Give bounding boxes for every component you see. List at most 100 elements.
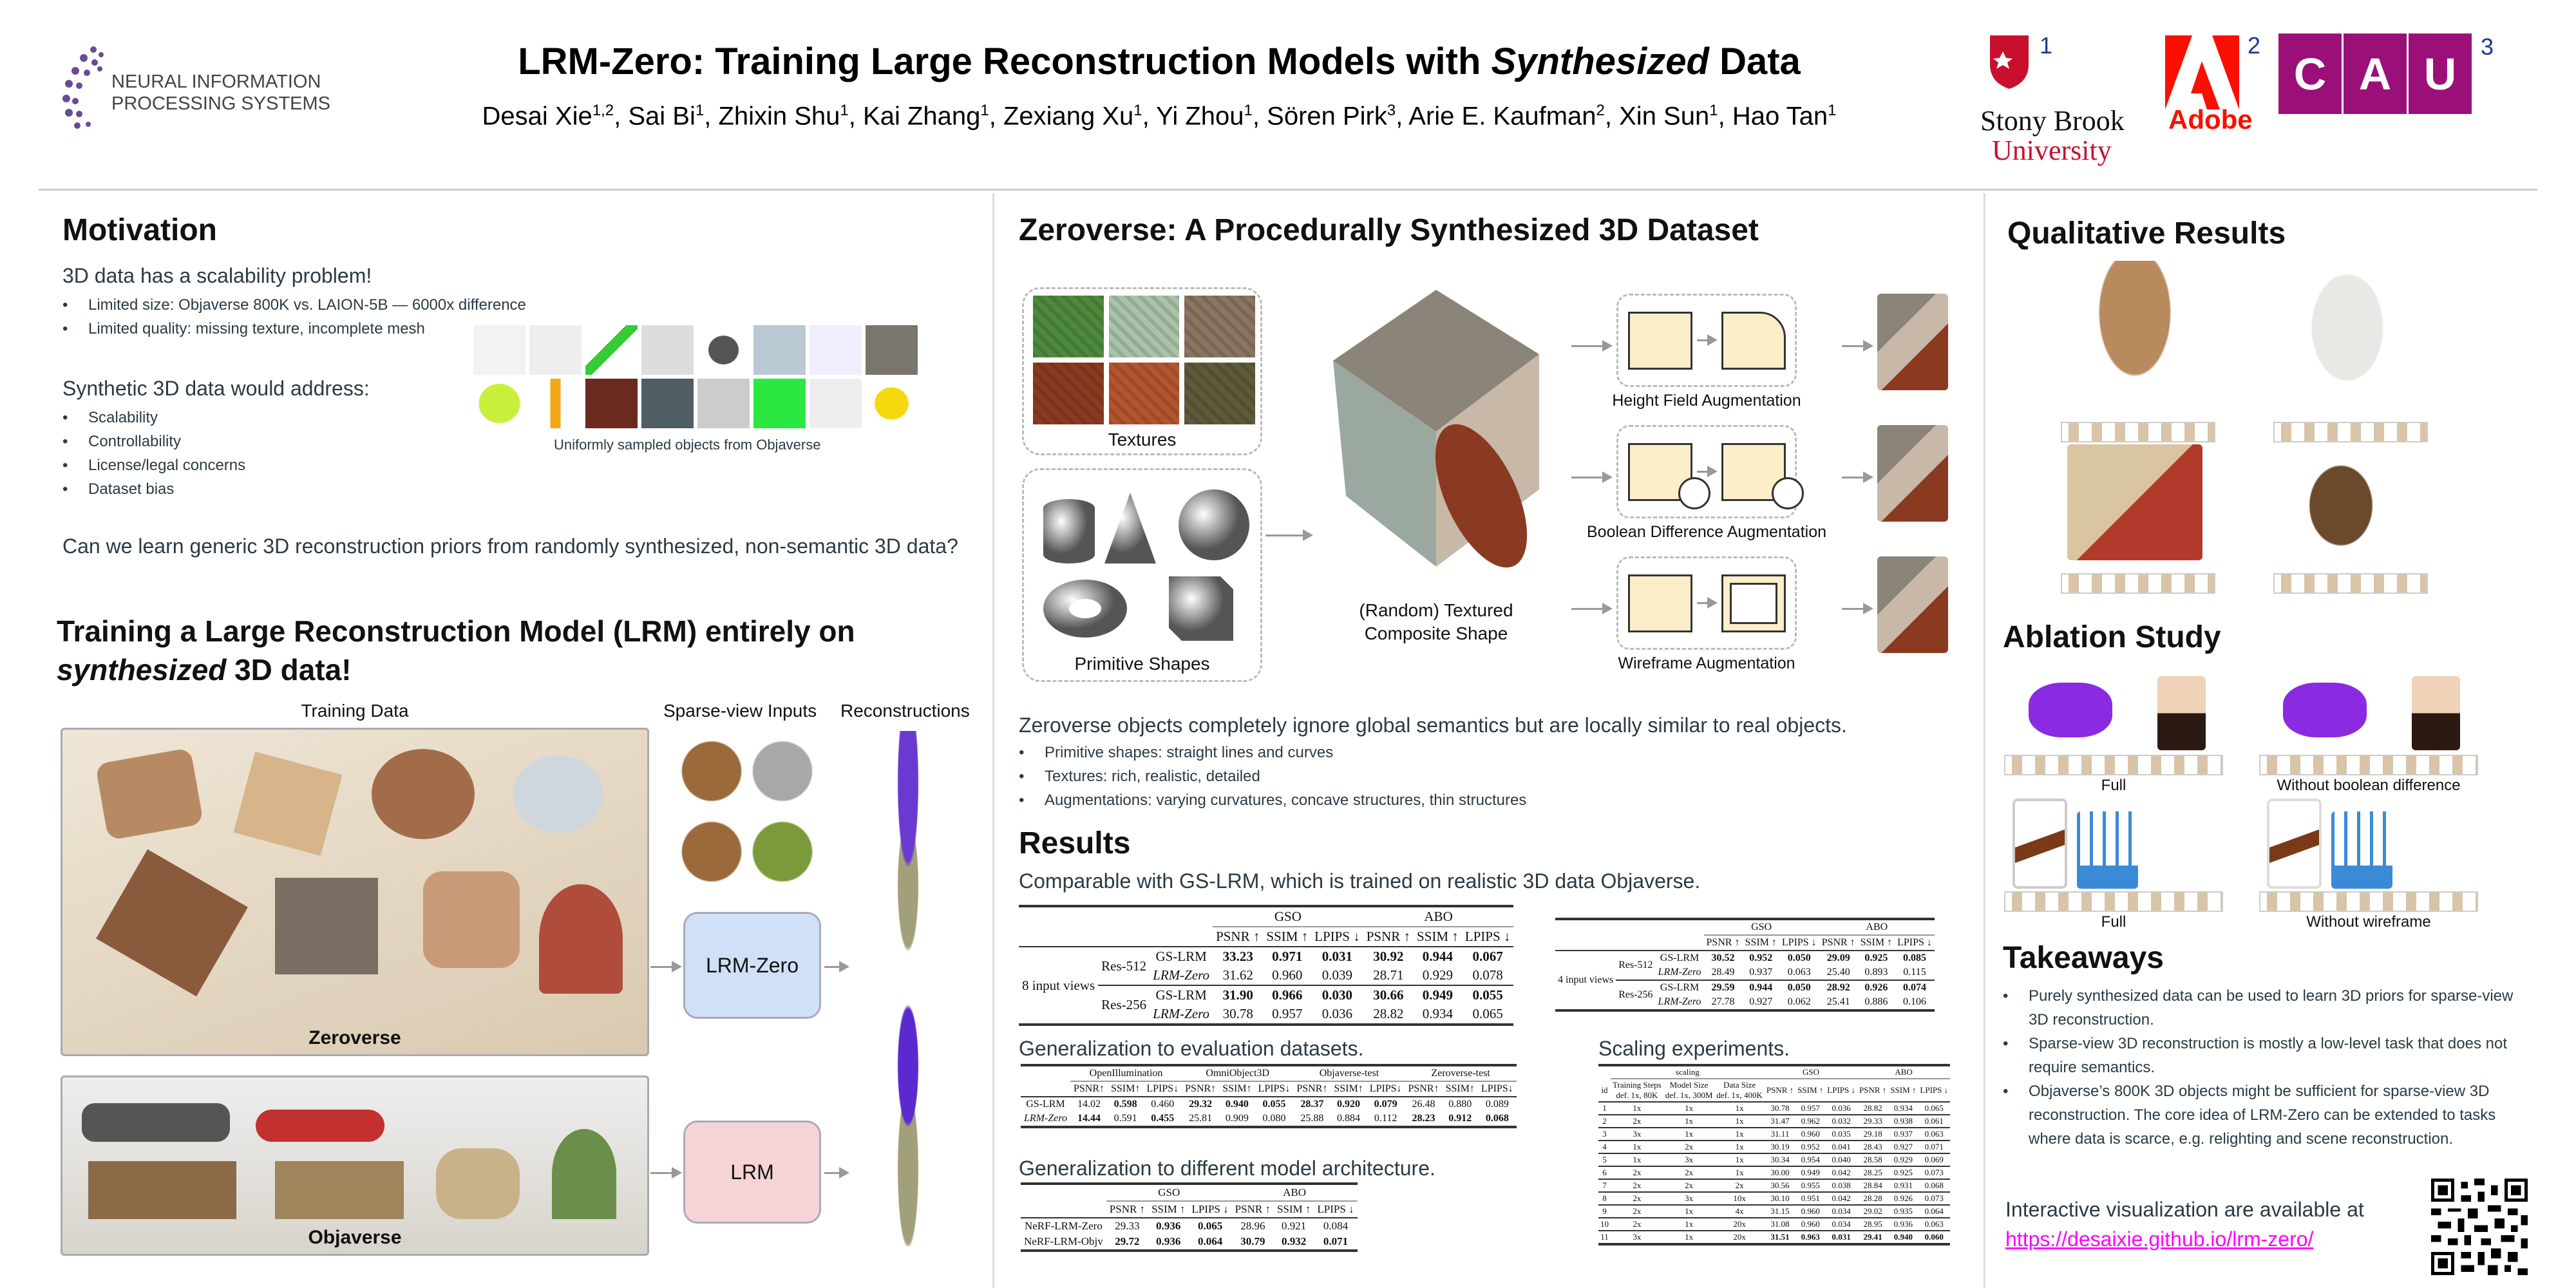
table-cell: 0.089: [1485, 1099, 1509, 1110]
table-cell: 0.954: [1801, 1155, 1820, 1164]
table-cell: 0.112: [1374, 1113, 1397, 1124]
aug-after-shape: [1721, 574, 1786, 632]
table-cell: 0.040: [1832, 1155, 1851, 1164]
table-cell: 31.90: [1222, 987, 1253, 1003]
table-cell: 2x: [1685, 1142, 1694, 1151]
primitive-shapes-label: Primitive Shapes: [1074, 654, 1210, 674]
author-name: Sai Bi: [628, 102, 696, 131]
ablation-chair-full-image: [2157, 676, 2206, 750]
table-cell: 3x: [1685, 1155, 1694, 1164]
ablation-rack-nowireframe-image: [2331, 811, 2392, 889]
metric-header: LPIPS ↓: [1827, 1085, 1856, 1095]
metric-header: SSIM ↑: [1266, 929, 1309, 944]
augmentation-label: Boolean Difference Augmentation: [1586, 523, 1827, 541]
table-cell: 30.19: [1770, 1142, 1790, 1151]
texture-swatch-image: [1108, 296, 1180, 357]
dataset-header: OpenIllumination: [1070, 1065, 1182, 1082]
table-cell: 2x: [1633, 1219, 1642, 1229]
zeroverse-label: Zeroverse: [308, 1027, 401, 1048]
blank: [1021, 1065, 1070, 1081]
table-cell: 0.055: [1262, 1099, 1286, 1110]
author-affiliation: 1: [1133, 102, 1142, 119]
table-cell: 0.912: [1448, 1113, 1472, 1124]
table-cell: 0.064: [1924, 1206, 1944, 1216]
table-cell: 0.962: [1801, 1116, 1820, 1126]
table-cell: 33.23: [1222, 949, 1253, 964]
metric-header: SSIM ↑: [1890, 1085, 1917, 1095]
table-cell: 0.050: [1787, 952, 1811, 963]
table-cell: 0.925: [1893, 1168, 1913, 1177]
table-cell: 27.78: [1711, 996, 1735, 1007]
row-id: 2: [1602, 1116, 1607, 1126]
cau-letter: C: [2278, 33, 2344, 114]
table-cell: 0.931: [1893, 1180, 1913, 1190]
table-cell: 0.944: [1749, 982, 1773, 993]
table-cell: 2x: [1633, 1206, 1642, 1216]
project-link[interactable]: https://desaixie.github.io/lrm-zero/: [2005, 1227, 2314, 1251]
arrow-icon: [824, 1167, 849, 1179]
table-cell: 0.063: [1787, 967, 1811, 978]
textures-panel: Textures: [1022, 287, 1262, 455]
table-header-row: PSNR ↑SSIM ↑LPIPS ↓PSNR ↑SSIM ↑LPIPS ↓: [1021, 1201, 1358, 1218]
table-cell: 30.56: [1770, 1180, 1790, 1190]
bullet-item: Controllability: [62, 430, 245, 453]
augmentation-diagram: [1616, 425, 1804, 518]
table-cell: 0.952: [1801, 1142, 1820, 1151]
table-cell: 0.884: [1337, 1113, 1361, 1124]
metric-header: LPIPS↓: [1369, 1083, 1402, 1094]
table-cell: 1x: [1685, 1219, 1694, 1229]
metric-header: LPIPS ↓: [1317, 1203, 1354, 1215]
table-cell: 0.932: [1282, 1235, 1307, 1247]
blank: [1598, 1065, 1611, 1079]
table-cell: 28.84: [1863, 1180, 1882, 1190]
metric-header: PSNR ↑: [1216, 929, 1260, 944]
aug-after-shape: [1721, 312, 1786, 370]
author-name: Zexiang Xu: [1003, 102, 1134, 131]
table-cell: 2x: [1633, 1168, 1642, 1177]
table-cell: 0.937: [1749, 967, 1773, 978]
research-question: Can we learn generic 3D reconstruction p…: [62, 535, 958, 558]
author-affiliation: 1: [1244, 102, 1253, 119]
table-cell: 0.952: [1749, 952, 1773, 963]
author-affiliation: 1: [980, 102, 989, 119]
table-cell: 29.59: [1711, 982, 1735, 993]
table-cell: 0.034: [1832, 1206, 1851, 1216]
qualitative-thumbnails: [2061, 573, 2215, 594]
table-cell: 2x: [1633, 1116, 1642, 1126]
adobe-logo: 2 Adobe: [2165, 32, 2260, 142]
augmented-shape-image: [1877, 556, 1948, 653]
table-cell: 1x: [1685, 1103, 1694, 1113]
table-cell: 0.062: [1787, 996, 1811, 1007]
table-cell: 28.95: [1863, 1219, 1882, 1229]
arrow-icon: [1571, 340, 1613, 352]
metric-header: LPIPS↓: [1481, 1083, 1513, 1094]
table-cell: 28.25: [1863, 1168, 1882, 1177]
bullet-item: Primitive shapes: straight lines and cur…: [1019, 741, 1526, 764]
author-name: Xin Sun: [1619, 102, 1710, 131]
author-name: Sören Pirk: [1267, 102, 1387, 131]
table-cell: 0.050: [1787, 982, 1811, 993]
row-id: 3: [1602, 1129, 1607, 1139]
table-cell: 0.060: [1924, 1232, 1944, 1242]
table-cell: 0.966: [1272, 987, 1303, 1003]
adobe-name: Adobe: [2168, 104, 2253, 135]
table-cell: 0.591: [1113, 1113, 1137, 1124]
table-cell: 28.82: [1373, 1006, 1404, 1021]
qualitative-thumbnails: [2273, 573, 2428, 594]
qr-code-icon[interactable]: [2431, 1179, 2528, 1275]
training-heading-line2: synthesized 3D data!: [57, 653, 352, 687]
arrow-icon: [1697, 597, 1718, 609]
zeroverse-collage-image: Zeroverse: [61, 728, 649, 1056]
augmentation-diagram: [1616, 556, 1797, 650]
dataset-header: GSO: [1213, 906, 1363, 927]
table-cell: 0.067: [1472, 949, 1503, 964]
metric-header: SSIM↑: [1445, 1083, 1475, 1094]
table-cell: 0.938: [1893, 1116, 1913, 1126]
